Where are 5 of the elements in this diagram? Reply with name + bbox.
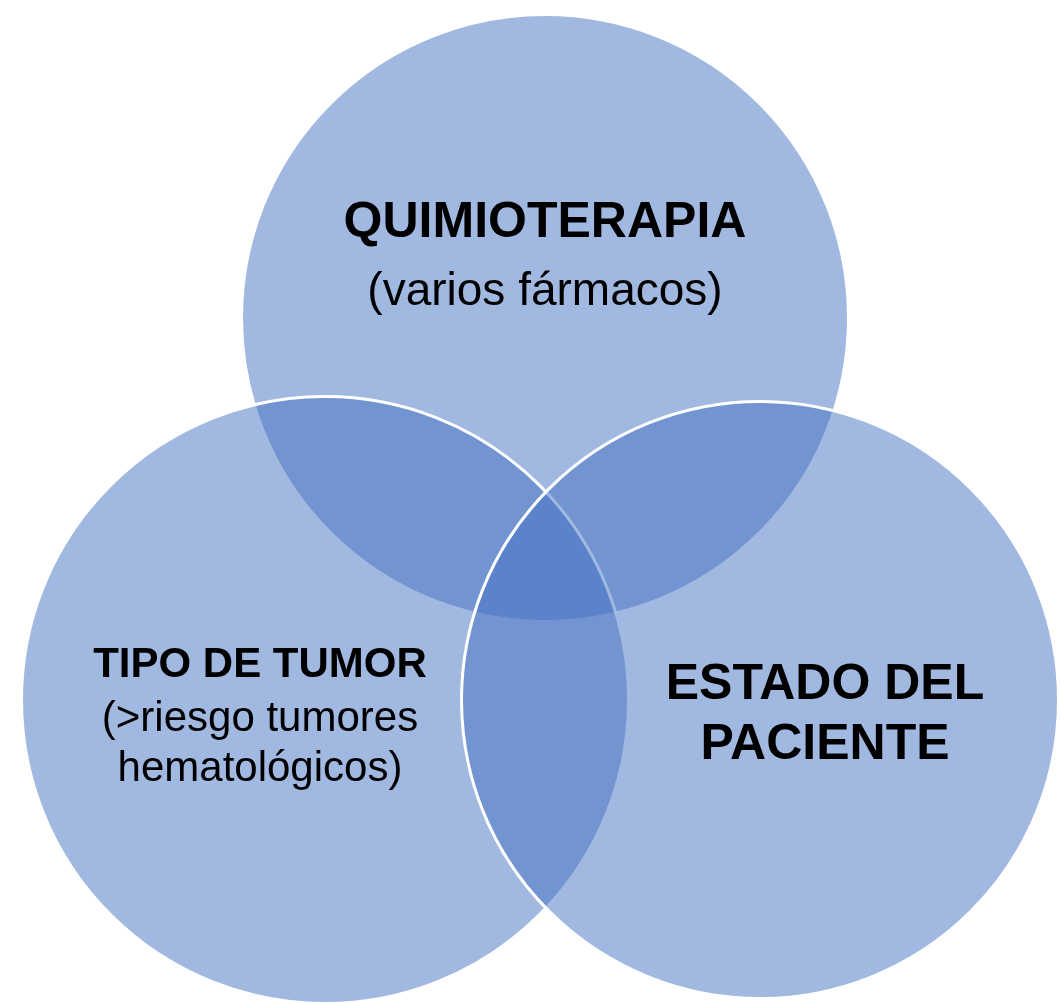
circle-heading: ESTADO DEL PACIENTE (664, 653, 986, 772)
circle-heading: TIPO DE TUMOR (92, 638, 428, 688)
circle-heading: QUIMIOTERAPIA (342, 191, 748, 250)
circle-subtitle: (varios fármacos) (366, 262, 724, 317)
circle-subtitle: (>riesgo tumores hematológicos) (100, 692, 420, 793)
